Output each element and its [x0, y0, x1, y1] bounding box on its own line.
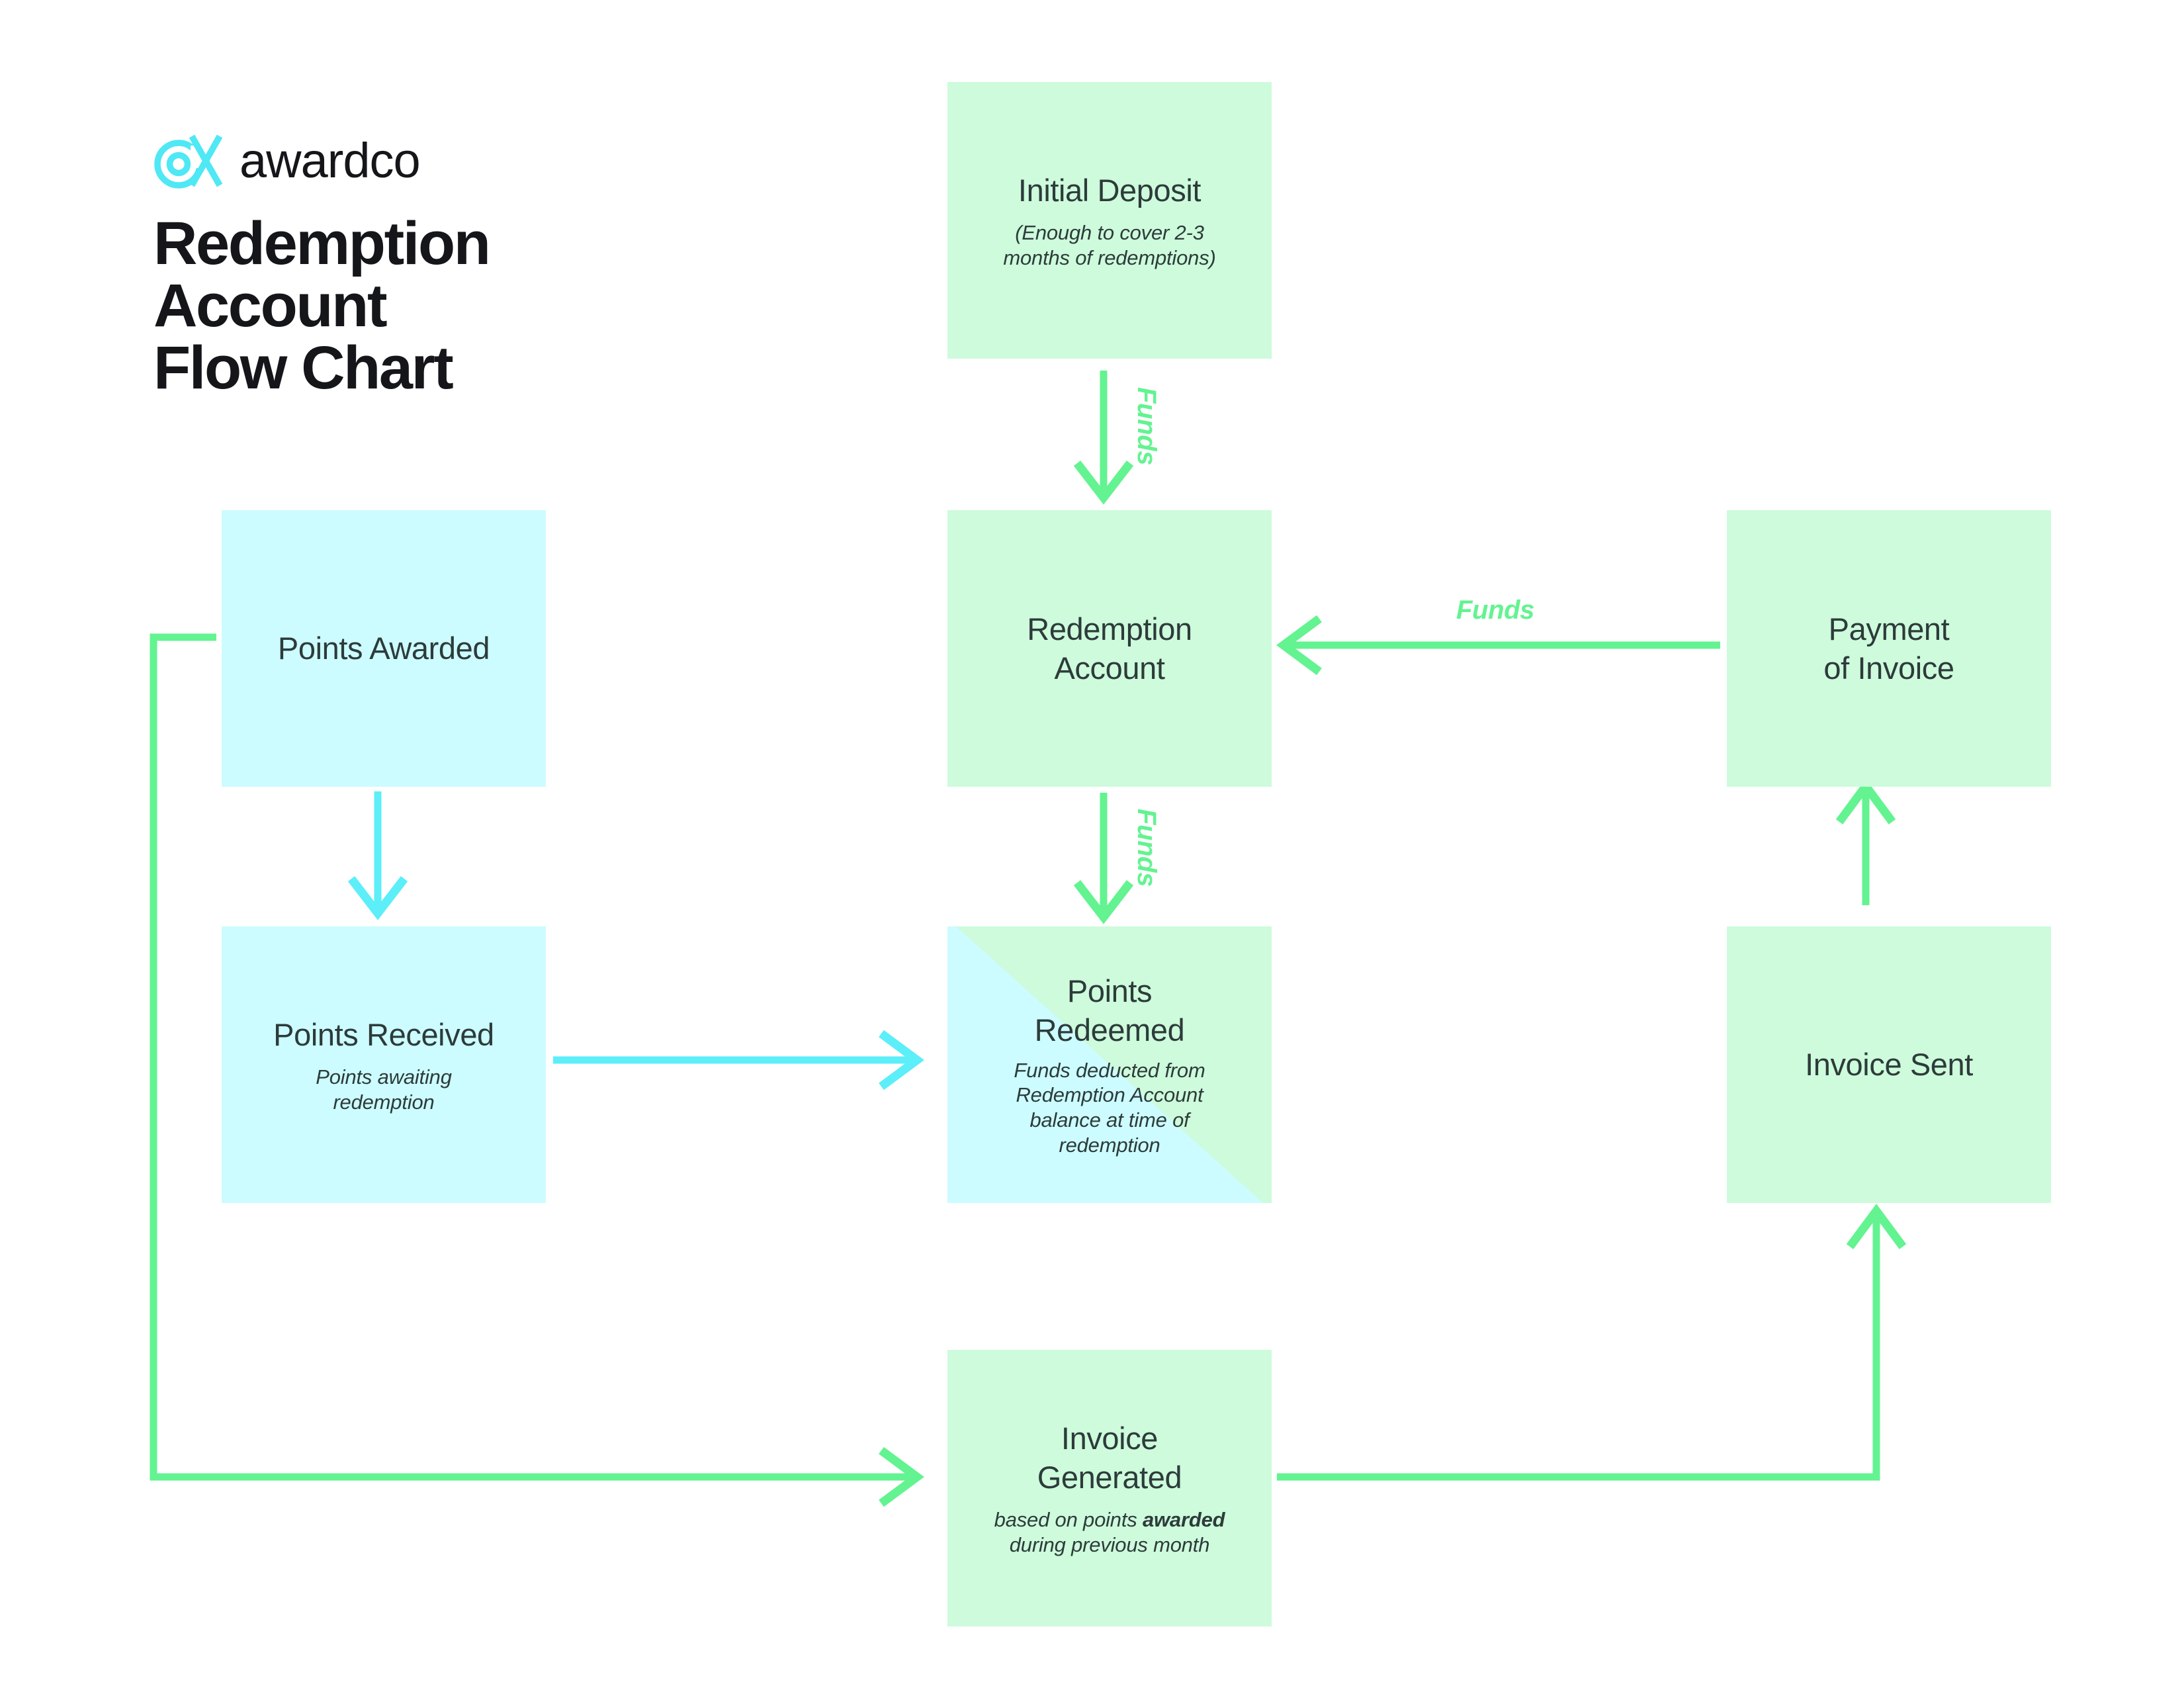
arrow-points-received-to-points-redeemed [553, 1030, 924, 1090]
wire-label-funds-payment-of-invoice: Funds [1456, 596, 1534, 625]
node-initial-deposit-subtitle: (Enough to cover 2-3 months of redemptio… [1003, 220, 1216, 269]
node-initial-deposit-title: Initial Deposit [1018, 172, 1201, 208]
wire-label-funds-redemption-account: Funds [1132, 809, 1161, 887]
node-payment-of-invoice-title: Payment of Invoice [1823, 611, 1954, 686]
node-points-received-subtitle: Points awaiting redemption [316, 1065, 452, 1114]
node-points-redeemed-subtitle: Funds deducted from Redemption Account b… [1014, 1058, 1205, 1157]
node-points-redeemed-title: Points Redeemed [1034, 973, 1185, 1048]
wire-label-funds-initial-deposit: Funds [1132, 387, 1161, 465]
node-redemption-account[interactable]: Redemption Account [947, 510, 1272, 787]
node-payment-of-invoice[interactable]: Payment of Invoice [1727, 510, 2051, 787]
arrow-payment-of-invoice-to-redemption-account [1276, 615, 1720, 676]
arrow-initial-deposit-to-redemption-account [1073, 371, 1134, 505]
node-points-redeemed[interactable]: Points Redeemed Funds deducted from Rede… [947, 926, 1272, 1203]
node-invoice-generated-subtitle: based on points awarded during previous … [994, 1507, 1225, 1558]
arrow-points-awarded-to-points-received [347, 791, 408, 920]
node-points-received[interactable]: Points Received Points awaiting redempti… [222, 926, 546, 1203]
node-points-awarded[interactable]: Points Awarded [222, 510, 546, 787]
node-points-received-title: Points Received [273, 1016, 494, 1052]
arrow-invoice-sent-to-payment-of-invoice [1835, 779, 1896, 905]
arrow-redemption-account-to-points-redeemed [1073, 793, 1134, 924]
subtitle-emphasis: awarded [1142, 1508, 1225, 1532]
subtitle-suffix: during previous month [1009, 1533, 1210, 1557]
node-invoice-generated[interactable]: Invoice Generated based on points awarde… [947, 1350, 1272, 1626]
node-invoice-sent[interactable]: Invoice Sent [1727, 926, 2051, 1203]
node-redemption-account-title: Redemption Account [1027, 611, 1192, 686]
node-invoice-sent-title: Invoice Sent [1805, 1047, 1973, 1083]
node-points-awarded-title: Points Awarded [277, 631, 490, 666]
arrow-invoice-generated-to-invoice-sent [1277, 1204, 1907, 1481]
brand-lockup: awardco [153, 132, 421, 189]
awardco-logo-icon [154, 134, 222, 189]
node-initial-deposit[interactable]: Initial Deposit (Enough to cover 2-3 mon… [947, 82, 1272, 359]
node-invoice-generated-title: Invoice Generated [1037, 1420, 1182, 1495]
page-title: Redemption Account Flow Chart [153, 210, 491, 402]
brand-wordmark: awardco [240, 133, 421, 188]
subtitle-prefix: based on points [994, 1508, 1143, 1532]
